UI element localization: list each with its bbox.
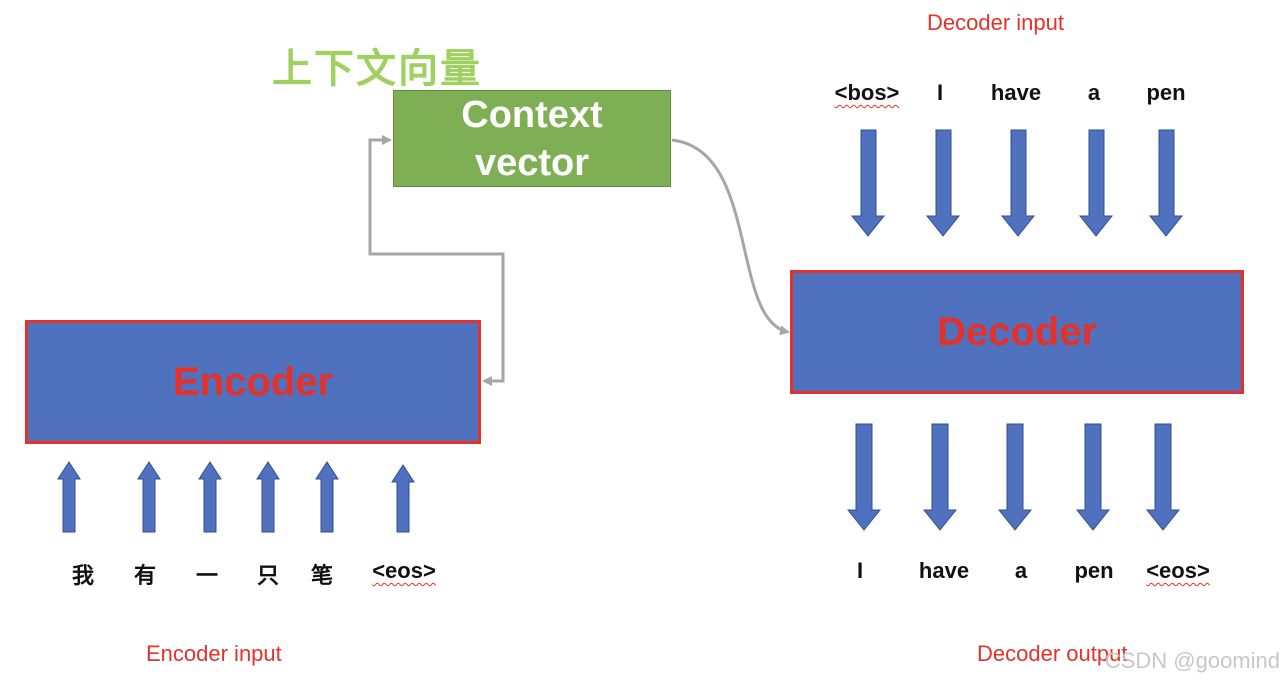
- context-vector-label-line2: vector: [474, 141, 590, 184]
- up-arrow-icon: [198, 461, 222, 533]
- down-arrow-icon: [997, 423, 1033, 531]
- decoder-input-arrows: [850, 129, 1184, 237]
- encoder-label: Encoder: [172, 359, 334, 404]
- decoder-output-arrows: [846, 423, 1181, 531]
- decoder-label: Decoder: [936, 309, 1098, 354]
- encoder-input-token: 笔: [310, 564, 334, 589]
- encoder-input-token: <eos>: [372, 558, 436, 583]
- down-arrow-icon: [1075, 423, 1111, 531]
- up-arrow-icon: [137, 461, 161, 533]
- decoder-output-token: I: [856, 558, 864, 583]
- decoder-block: Decoder: [790, 270, 1244, 394]
- encoder-input-token: 只: [256, 564, 280, 589]
- down-arrow-icon: [1148, 129, 1184, 237]
- encoder-input-caption: Encoder input: [146, 641, 282, 666]
- down-arrow-icon: [846, 423, 882, 531]
- context-vector-chinese-title: 上下文向量: [272, 46, 482, 92]
- encoder-input-token: 有: [133, 564, 157, 589]
- context-vector-box: Context vector: [393, 90, 671, 187]
- down-arrow-icon: [850, 129, 886, 237]
- decoder-input-token: I: [936, 80, 944, 105]
- up-arrow-icon: [391, 464, 415, 533]
- encoder-input-token: 我: [71, 564, 95, 589]
- encoder-block: Encoder: [25, 320, 481, 444]
- down-arrow-icon: [925, 129, 961, 237]
- down-arrow-icon: [1145, 423, 1181, 531]
- up-arrow-icon: [315, 461, 339, 533]
- decoder-output-token: <eos>: [1146, 558, 1210, 583]
- decoder-output-caption: Decoder output: [977, 641, 1128, 666]
- context-to-decoder-connector: [671, 138, 790, 336]
- decoder-output-token: have: [918, 558, 970, 583]
- decoder-input-token: <bos>: [834, 80, 900, 105]
- up-arrow-icon: [57, 461, 81, 533]
- down-arrow-icon: [1078, 129, 1114, 237]
- decoder-input-token: have: [990, 80, 1042, 105]
- context-vector-label-line1: Context: [461, 93, 603, 136]
- down-arrow-icon: [922, 423, 958, 531]
- watermark: CSDN @goomind: [1104, 648, 1280, 673]
- encoder-input-token: 一: [195, 564, 219, 589]
- decoder-input-caption: Decoder input: [927, 10, 1064, 35]
- decoder-output-token: a: [1014, 558, 1028, 583]
- decoder-output-token: pen: [1074, 558, 1114, 583]
- decoder-input-token: a: [1087, 80, 1101, 105]
- encoder-input-arrows: [57, 461, 415, 533]
- up-arrow-icon: [256, 461, 280, 533]
- decoder-input-token: pen: [1146, 80, 1186, 105]
- down-arrow-icon: [1000, 129, 1036, 237]
